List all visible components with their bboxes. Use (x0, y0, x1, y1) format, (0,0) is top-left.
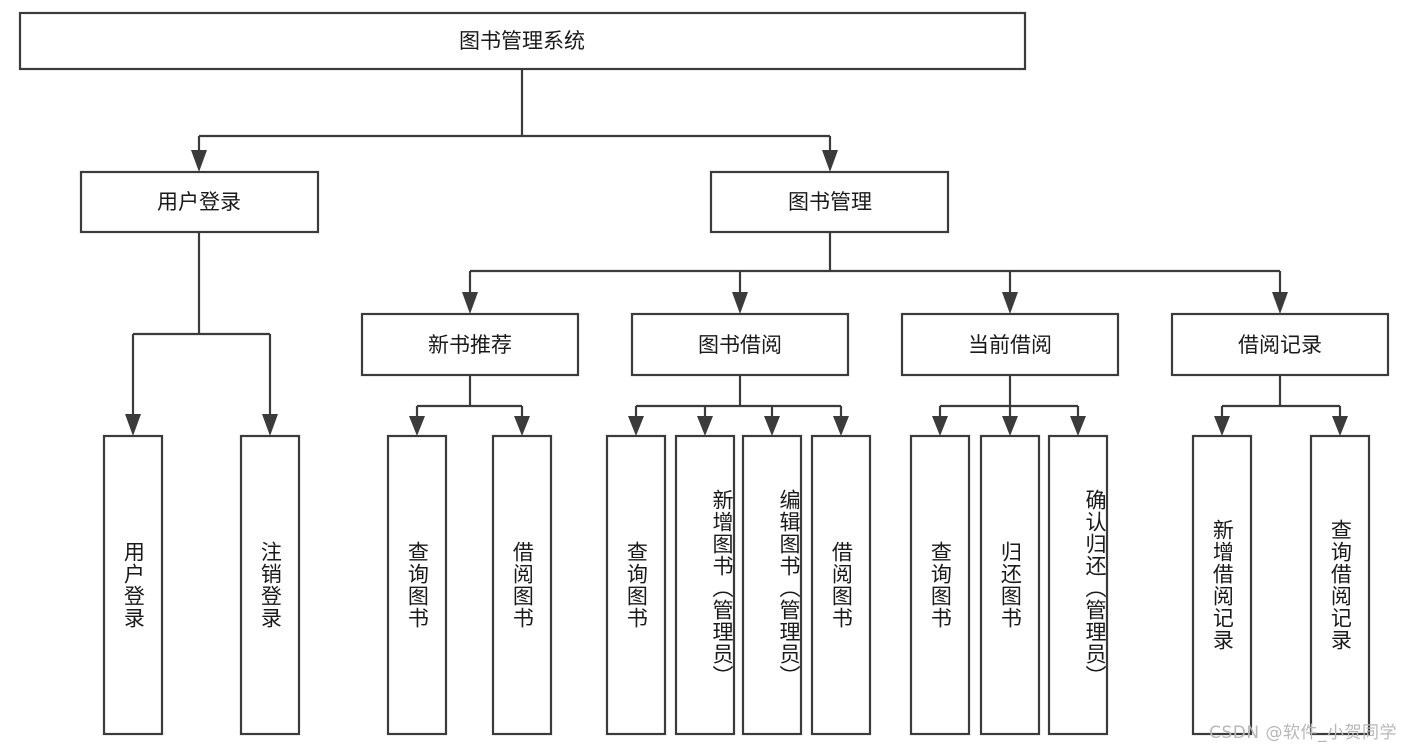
node-book-manage-box[interactable] (709, 170, 950, 234)
node-root-label: 图书管理系统 (459, 29, 585, 53)
arrow-head-leaf-borrow-book-2 (833, 416, 849, 436)
node-leaf-add-record-box[interactable] (1191, 434, 1253, 736)
node-new-book-rec-label: 新书推荐 (428, 333, 512, 357)
node-root[interactable]: 图书管理系统 (18, 11, 1027, 71)
node-borrow-record[interactable]: 借阅记录 (1170, 312, 1390, 377)
node-leaf-query-book-1-box[interactable] (386, 434, 448, 736)
arrow-head-leaf-query-book-2 (628, 416, 644, 436)
node-user-login-label: 用户登录 (157, 190, 241, 214)
connector-group (125, 69, 1348, 436)
node-leaf-user-login-box[interactable] (102, 434, 164, 736)
node-user-login[interactable]: 用户登录 (79, 170, 320, 234)
node-leaf-add-book-box[interactable] (674, 434, 736, 736)
node-borrow-record-box[interactable] (1170, 312, 1390, 377)
node-leaf-edit-book-box[interactable] (741, 434, 803, 736)
node-book-manage-label: 图书管理 (788, 190, 872, 214)
arrow-head-leaf-query-book-1 (409, 416, 425, 436)
arrow-head-leaf-logout (262, 414, 278, 436)
node-new-book-rec-box[interactable] (360, 312, 580, 377)
csdn-watermark: CSDN @软件_小贺同学 (1209, 723, 1397, 743)
arrow-head-book-manage (822, 150, 838, 172)
arrow-head-leaf-return-book (1002, 416, 1018, 436)
arrow-head-leaf-user-login (125, 414, 141, 436)
arrow-head-leaf-query-record (1332, 416, 1348, 436)
node-book-borrow-label: 图书借阅 (698, 333, 782, 357)
node-borrow-record-label: 借阅记录 (1238, 333, 1322, 357)
node-book-borrow[interactable]: 图书借阅 (630, 312, 850, 377)
arrow-head-leaf-edit-book (764, 416, 780, 436)
arrow-head-leaf-confirm-return (1070, 416, 1086, 436)
node-root-box[interactable] (18, 11, 1027, 71)
node-leaf-borrow-book-1-box[interactable] (491, 434, 553, 736)
arrow-head-leaf-query-book-3 (932, 416, 948, 436)
node-leaf-query-book-2-box[interactable] (605, 434, 667, 736)
arrow-head-user-login (191, 150, 207, 172)
node-leaf-borrow-book-2-box[interactable] (810, 434, 872, 736)
node-current-borrow[interactable]: 当前借阅 (900, 312, 1120, 377)
arrow-head-leaf-borrow-book-1 (514, 416, 530, 436)
node-user-login-box[interactable] (79, 170, 320, 234)
arrow-head-book-borrow (732, 292, 748, 314)
arrow-head-borrow-record (1272, 292, 1288, 314)
arrow-head-leaf-add-book (697, 416, 713, 436)
node-current-borrow-label: 当前借阅 (968, 333, 1052, 357)
arrow-head-new-book-rec (462, 292, 478, 314)
arrow-head-leaf-add-record (1214, 416, 1230, 436)
node-leaf-query-record-box[interactable] (1309, 434, 1371, 736)
node-new-book-rec[interactable]: 新书推荐 (360, 312, 580, 377)
node-book-borrow-box[interactable] (630, 312, 850, 377)
node-current-borrow-box[interactable] (900, 312, 1120, 377)
node-leaf-confirm-return-box[interactable] (1047, 434, 1109, 736)
arrow-head-current-borrow (1002, 292, 1018, 314)
node-leaf-query-book-3-box[interactable] (909, 434, 971, 736)
node-book-manage[interactable]: 图书管理 (709, 170, 950, 234)
node-leaf-logout-box[interactable] (239, 434, 301, 736)
node-leaf-return-book-box[interactable] (979, 434, 1041, 736)
